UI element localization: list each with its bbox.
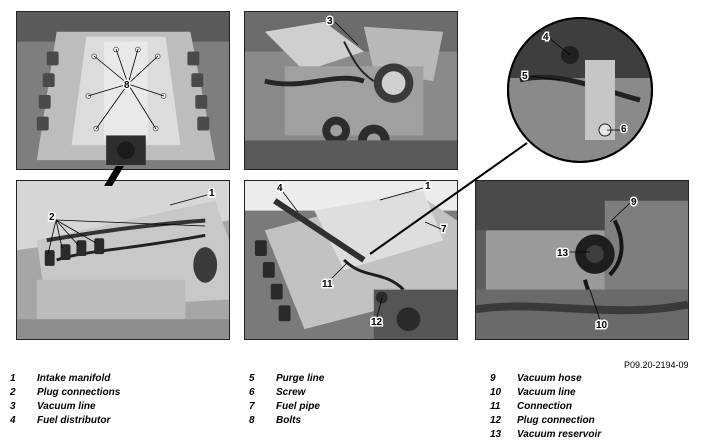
legend-item: 2 Plug connections <box>10 386 120 400</box>
photo-engine-top-bolts <box>16 11 230 170</box>
legend-number: 11 <box>490 401 501 412</box>
legend-number: 10 <box>490 387 502 398</box>
legend-item: 12 Plug connection <box>490 414 601 428</box>
legend-number: 9 <box>490 373 496 384</box>
legend-item: 13 Vacuum reservoir <box>490 428 601 442</box>
legend-item: 7 Fuel pipe <box>249 400 324 414</box>
legend-item: 8 Bolts <box>249 414 324 428</box>
legend-column-2: 5 Purge line 6 Screw 7 Fuel pipe 8 Bolts <box>249 372 324 428</box>
legend-label: Vacuum line <box>517 387 576 398</box>
legend-label: Vacuum line <box>37 401 96 412</box>
legend-item: 6 Screw <box>249 386 324 400</box>
engine-top-view-image <box>17 12 229 169</box>
callout-4-inset: 4 <box>543 32 549 43</box>
legend-item: 3 Vacuum line <box>10 400 120 414</box>
legend-item: 9 Vacuum hose <box>490 372 601 386</box>
legend-label: Intake manifold <box>37 373 111 384</box>
legend-item: 11 Connection <box>490 400 601 414</box>
legend-label: Fuel distributor <box>37 415 111 426</box>
legend-number: 8 <box>249 415 255 426</box>
legend-number: 12 <box>490 415 502 426</box>
legend-number: 6 <box>249 387 255 398</box>
legend-number: 3 <box>10 401 16 412</box>
legend-number: 5 <box>249 373 255 384</box>
magnified-inset <box>507 17 653 163</box>
legend-item: 10 Vacuum line <box>490 386 601 400</box>
legend-number: 7 <box>249 401 255 412</box>
legend-number: 1 <box>10 373 16 384</box>
legend-label: Purge line <box>276 373 325 384</box>
legend-label: Vacuum hose <box>517 373 582 384</box>
legend-label: Plug connections <box>37 387 121 398</box>
figure-reference-code: P09.20-2194-09 <box>624 360 689 370</box>
legend-label: Connection <box>517 401 572 412</box>
fuel-distributor-image <box>245 181 457 339</box>
legend-item: 1 Intake manifold <box>10 372 120 386</box>
callout-6: 6 <box>621 124 627 135</box>
photo-manifold-fuel-distributor <box>244 180 458 340</box>
legend-number: 13 <box>490 429 502 440</box>
engine-vacuum-view-image <box>245 12 457 169</box>
legend-label: Plug connection <box>517 415 595 426</box>
photo-engine-vacuum-line <box>244 11 458 170</box>
legend-label: Fuel pipe <box>276 401 320 412</box>
legend-label: Screw <box>276 387 306 398</box>
legend-label: Vacuum reservoir <box>517 429 602 440</box>
vacuum-reservoir-image <box>476 181 688 339</box>
legend-number: 2 <box>10 387 16 398</box>
legend-item: 5 Purge line <box>249 372 324 386</box>
legend-item: 4 Fuel distributor <box>10 414 120 428</box>
legend-number: 4 <box>10 415 16 426</box>
legend-label: Bolts <box>276 415 301 426</box>
photo-intake-manifold-plugs <box>16 180 230 340</box>
legend-column-1: 1 Intake manifold 2 Plug connections 3 Vacu… <box>10 372 120 428</box>
callout-5: 5 <box>522 71 528 82</box>
photo-vacuum-reservoir <box>475 180 689 340</box>
intake-manifold-image <box>17 181 229 339</box>
